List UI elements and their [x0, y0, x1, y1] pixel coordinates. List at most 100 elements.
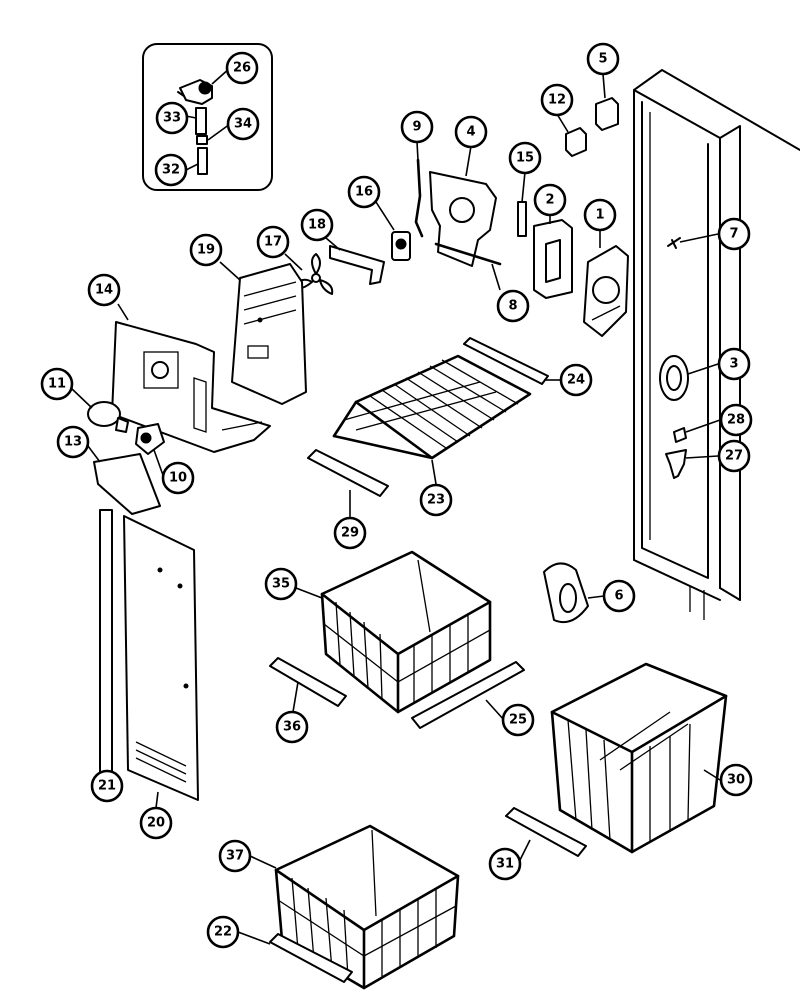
part-29: [307, 449, 389, 497]
svg-text:7: 7: [729, 227, 738, 242]
svg-text:11: 11: [48, 377, 66, 392]
part-24: [463, 337, 549, 385]
callout-24: 24: [559, 363, 593, 397]
svg-text:2: 2: [545, 193, 554, 208]
svg-text:15: 15: [516, 151, 534, 166]
callout-12: 12: [540, 83, 574, 117]
callout-8: 8: [496, 289, 530, 323]
part-5: [595, 97, 619, 131]
svg-text:25: 25: [509, 713, 527, 728]
svg-text:28: 28: [727, 413, 745, 428]
callout-17: 17: [256, 225, 290, 259]
callout-2: 2: [533, 183, 567, 217]
callout-33: 33: [155, 101, 189, 135]
part-16: [391, 231, 411, 261]
svg-text:9: 9: [412, 120, 421, 135]
svg-text:17: 17: [264, 235, 282, 250]
callout-31: 31: [488, 847, 522, 881]
svg-text:32: 32: [162, 163, 180, 178]
callout-21: 21: [90, 769, 124, 803]
callout-25: 25: [501, 703, 535, 737]
inset-box: [142, 43, 273, 191]
svg-text:23: 23: [427, 493, 445, 508]
part-7: [667, 237, 681, 249]
callout-36: 36: [275, 710, 309, 744]
part-22: [269, 933, 353, 983]
svg-text:10: 10: [169, 471, 187, 486]
part-21: [99, 509, 113, 773]
svg-text:24: 24: [567, 373, 585, 388]
part-31: [505, 807, 587, 857]
callout-11: 11: [40, 367, 74, 401]
callout-19: 19: [189, 233, 223, 267]
callout-1: 1: [583, 198, 617, 232]
svg-text:36: 36: [283, 720, 301, 735]
svg-text:22: 22: [214, 925, 232, 940]
part-35: [320, 550, 492, 714]
callout-35: 35: [264, 567, 298, 601]
svg-text:27: 27: [725, 449, 743, 464]
svg-text:30: 30: [727, 773, 745, 788]
callout-5: 5: [586, 42, 620, 76]
part-2: [533, 219, 573, 299]
part-18: [329, 245, 385, 285]
part-36: [269, 657, 347, 707]
svg-text:19: 19: [197, 243, 215, 258]
part-1: [583, 245, 629, 337]
callout-32: 32: [154, 153, 188, 187]
part-19: [231, 263, 307, 405]
callout-28: 28: [719, 403, 753, 437]
callout-7: 7: [717, 217, 751, 251]
svg-text:35: 35: [272, 577, 290, 592]
svg-text:37: 37: [226, 849, 244, 864]
callout-20: 20: [139, 806, 173, 840]
part-27: [665, 449, 687, 479]
part-28: [673, 427, 687, 443]
svg-text:6: 6: [614, 589, 623, 604]
svg-text:26: 26: [233, 61, 251, 76]
part-37: [274, 824, 460, 990]
part-10: [135, 423, 165, 455]
svg-text:3: 3: [729, 357, 738, 372]
cabinet: [633, 69, 800, 620]
svg-text:16: 16: [355, 185, 373, 200]
svg-text:4: 4: [466, 125, 475, 140]
part-20: [123, 515, 199, 801]
callout-6: 6: [602, 579, 636, 613]
callout-23: 23: [419, 483, 453, 517]
svg-text:21: 21: [98, 779, 116, 794]
part-11: [87, 401, 129, 433]
callout-30: 30: [719, 763, 753, 797]
svg-text:20: 20: [147, 816, 165, 831]
svg-text:18: 18: [308, 218, 326, 233]
callout-13: 13: [56, 425, 90, 459]
svg-text:33: 33: [163, 111, 181, 126]
svg-text:34: 34: [234, 117, 252, 132]
part-4: [429, 171, 502, 267]
callout-16: 16: [347, 175, 381, 209]
svg-text:31: 31: [496, 857, 514, 872]
part-3: [659, 355, 689, 401]
part-23: [332, 354, 532, 460]
callout-3: 3: [717, 347, 751, 381]
part-12: [565, 127, 587, 157]
callout-26: 26: [225, 51, 259, 85]
callout-29: 29: [333, 516, 367, 550]
callout-34: 34: [226, 107, 260, 141]
callout-9: 9: [400, 110, 434, 144]
svg-text:13: 13: [64, 435, 82, 450]
part-6: [543, 562, 589, 624]
callout-15: 15: [508, 141, 542, 175]
svg-text:29: 29: [341, 526, 359, 541]
part-15: [517, 201, 527, 237]
part-9: [414, 158, 424, 238]
svg-text:8: 8: [508, 299, 517, 314]
part-17: [293, 253, 334, 295]
svg-text:5: 5: [598, 52, 607, 67]
callout-27: 27: [717, 439, 751, 473]
part-25: [411, 661, 525, 729]
callout-22: 22: [206, 915, 240, 949]
callout-18: 18: [300, 208, 334, 242]
callout-4: 4: [454, 115, 488, 149]
